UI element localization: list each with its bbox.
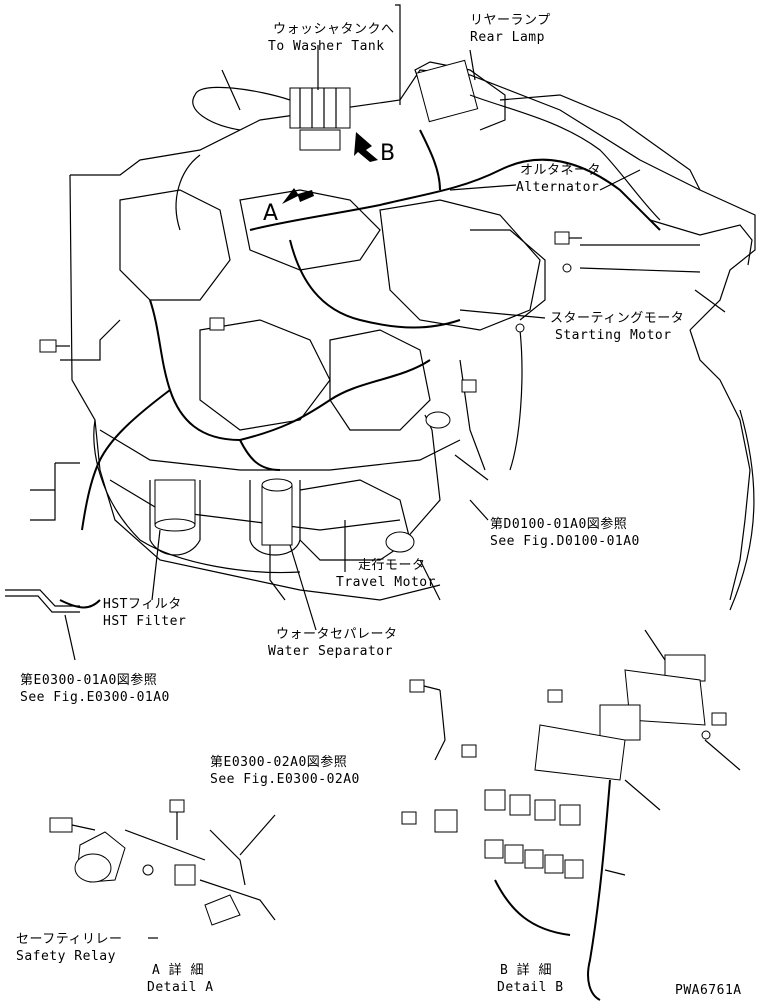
fig-d0100-label-en: See Fig.D0100-01A0 bbox=[490, 534, 640, 549]
relay-blocks bbox=[434, 789, 584, 879]
safety-relay-label-en: Safety Relay bbox=[16, 949, 116, 964]
rear-lamp-label-jp: リヤーランプ bbox=[470, 13, 551, 28]
detail-a-title-jp: A 詳 細 bbox=[152, 963, 204, 978]
fig-d0100-label-jp: 第D0100-01A0図参照 bbox=[490, 517, 628, 532]
alternator-label-jp: オルタネータ bbox=[520, 163, 602, 178]
washer-tank-connectors bbox=[289, 87, 351, 151]
fig-e0300-02-label-jp: 第E0300-02A0図参照 bbox=[210, 755, 348, 770]
water-separator-label-jp: ウォータセパレータ bbox=[276, 627, 398, 642]
view-marker-a: A bbox=[263, 201, 279, 226]
detail-b-drawing bbox=[401, 629, 741, 1001]
alternator-label-en: Alternator bbox=[516, 180, 600, 195]
travel-motor-label-jp: 走行モータ bbox=[358, 558, 426, 573]
bolts-main bbox=[39, 231, 582, 393]
pedal-part bbox=[385, 411, 451, 553]
washer-tank-label-en: To Washer Tank bbox=[268, 39, 385, 54]
starting-motor-label-jp: スターティングモータ bbox=[550, 311, 685, 326]
rear-lamp-part bbox=[415, 59, 661, 221]
hst-filter-part bbox=[154, 479, 196, 532]
detail-b-title-jp: B 詳 細 bbox=[500, 963, 552, 978]
fig-e0300-01-label-en: See Fig.E0300-01A0 bbox=[20, 690, 170, 705]
view-marker-b: B bbox=[380, 141, 396, 166]
fig-e0300-02-label-en: See Fig.E0300-02A0 bbox=[210, 772, 360, 787]
rear-lamp-label-en: Rear Lamp bbox=[470, 30, 545, 45]
fig-e0300-01-label-jp: 第E0300-01A0図参照 bbox=[20, 673, 158, 688]
water-separator-label-en: Water Separator bbox=[268, 644, 393, 659]
wire-harness bbox=[5, 129, 661, 613]
drawing-code: PWA6761A bbox=[675, 983, 742, 998]
leader-lines bbox=[30, 4, 726, 661]
hst-filter-label-en: HST Filter bbox=[103, 614, 187, 629]
hst-filter-label-jp: HSTフィルタ bbox=[103, 597, 182, 612]
travel-motor-label-en: Travel Motor bbox=[336, 575, 436, 590]
detail-a-drawing bbox=[49, 799, 276, 939]
starting-motor-label-en: Starting Motor bbox=[555, 328, 672, 343]
washer-tank-label-jp: ウォッシャタンクへ bbox=[273, 22, 395, 37]
water-separator-part bbox=[261, 478, 293, 601]
detail-b-title-en: Detail B bbox=[497, 980, 564, 995]
detail-a-title-en: Detail A bbox=[147, 980, 214, 995]
safety-relay-label-jp: セーフティリレー bbox=[16, 932, 123, 947]
machine-body-outline bbox=[60, 61, 756, 611]
view-arrows bbox=[282, 132, 378, 204]
